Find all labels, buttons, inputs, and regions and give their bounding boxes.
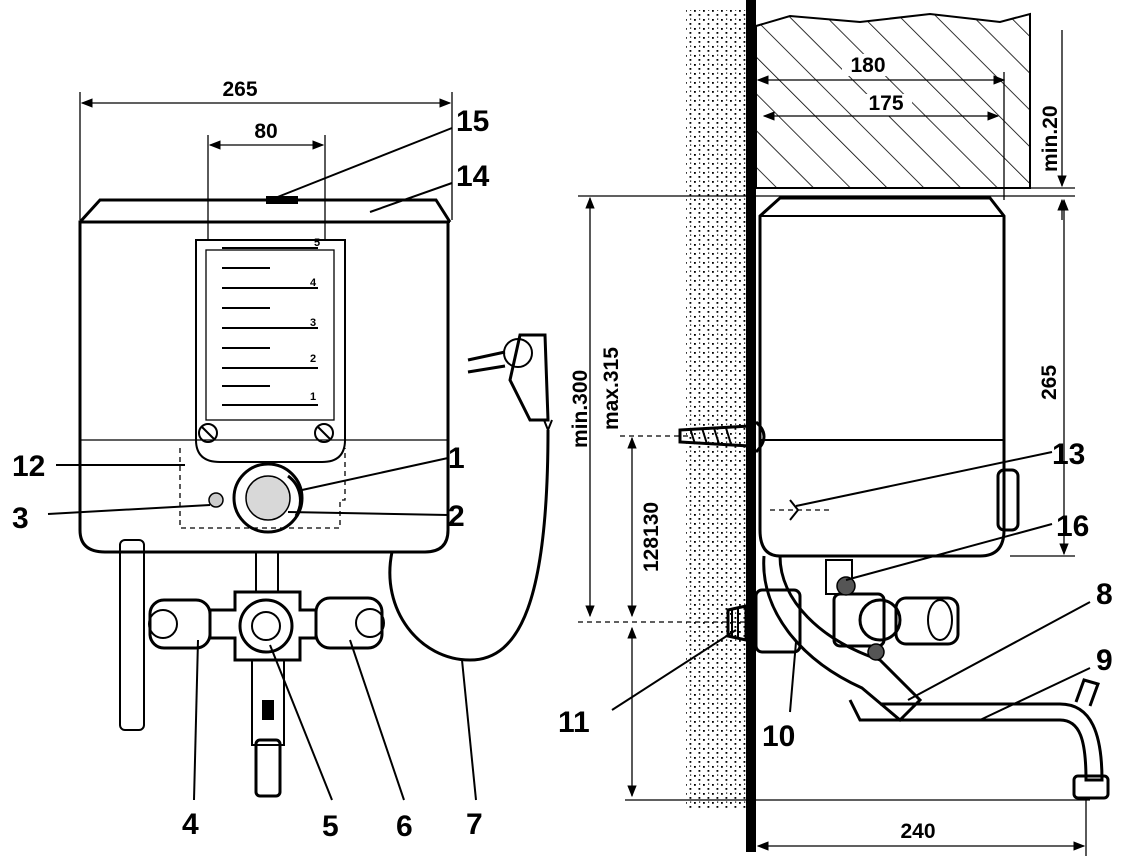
top-clearance-label: min.20 [1039,105,1062,172]
leader-8 [907,601,1091,701]
leader-15 [269,127,453,201]
callout-13: 13 [1052,438,1085,471]
screw-left [198,423,218,443]
side-knob [996,468,1020,532]
height-min-label: min.300 [569,370,592,448]
scale-mark-3: 3 [310,317,316,329]
callout-14: 14 [456,160,490,193]
anchor-height-label: 128130 [640,502,663,572]
front-view: 265 80 [12,78,553,843]
screw-right [314,423,334,443]
leader-9 [979,667,1091,721]
temperature-knob [232,462,304,534]
leader-6 [349,639,405,801]
scale-mark-2: 2 [310,353,316,365]
height-max-label: max.315 [600,347,623,430]
leader-7 [461,659,477,801]
leader-14 [369,182,453,213]
callout-10: 10 [762,720,795,753]
leader-3 [47,504,211,515]
power-plug [508,333,550,422]
side-height-label: 265 [1038,365,1061,400]
front-width-label: 265 [222,78,257,101]
callout-8: 8 [1096,578,1113,611]
level-scale: 5 4 3 2 1 [222,237,320,406]
callout-1: 1 [448,442,465,475]
callout-7: 7 [466,808,483,841]
callout-11: 11 [558,706,590,739]
spout [762,555,1110,800]
scale-mark-1: 1 [310,391,316,403]
leader-2 [287,511,449,516]
wall-masonry [686,10,746,810]
valve-assembly [148,551,385,798]
heater-body-side [758,196,1020,558]
window-width-label: 80 [254,120,277,143]
power-cord [388,333,553,662]
callout-5: 5 [322,810,339,843]
indicator-light [208,492,224,508]
leader-1 [301,457,449,491]
leader-16 [845,523,1053,581]
scale-mark-4: 4 [310,277,317,289]
callout-3: 3 [12,502,29,535]
leader-4 [193,639,199,801]
callout-12: 12 [12,450,45,483]
clearance-inner-label: 175 [868,92,903,115]
wall-fitting [726,588,802,654]
callout-4: 4 [182,808,199,841]
top-slot [266,196,298,204]
callout-15: 15 [456,105,489,138]
callout-9: 9 [1096,644,1113,677]
front-width-dimension: 265 [79,78,453,220]
leader-13 [795,451,1053,507]
callout-6: 6 [396,810,413,843]
drain-pipe [119,539,145,731]
depth-label: 240 [900,820,935,843]
side-valve [825,559,960,661]
scale-mark-5: 5 [314,237,320,249]
wall-anchor [678,420,766,454]
level-window: 5 4 3 2 1 [195,237,346,463]
clearance-outer-label: 180 [850,54,885,77]
leader-10 [789,641,797,713]
callout-16: 16 [1056,510,1089,543]
heater-body-front [78,196,452,554]
side-view: 180 175 min.20 min.300 max.315 128130 [558,0,1113,856]
leader-5 [269,644,333,801]
leader-11 [611,629,737,711]
callout-2: 2 [448,500,465,533]
